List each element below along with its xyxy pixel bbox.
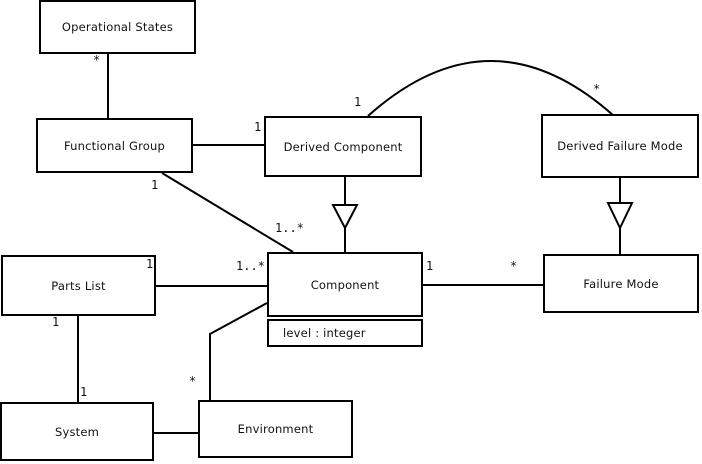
class-box-functional-group: Functional Group [36, 118, 193, 173]
class-box-parts-list: Parts List [1, 255, 156, 316]
class-label: Functional Group [63, 138, 166, 153]
multiplicity-label-component-to-failure: 1 [426, 259, 434, 273]
multiplicity-label-arc-derived-failure-mode: * [593, 82, 601, 96]
class-label: Component [310, 277, 380, 292]
component-attribute-compartment: level : integer [267, 319, 423, 347]
multiplicity-label-functional-group: 1 [151, 178, 159, 192]
association-functional-group-component [161, 172, 294, 253]
multiplicity-label-component-from-parts: 1..* [236, 259, 265, 273]
component-title-compartment: Component [267, 252, 423, 317]
class-box-environment: Environment [198, 400, 353, 458]
class-box-component: Component level : integer [267, 252, 423, 347]
attribute-label: level : integer [283, 326, 366, 340]
class-label: Derived Component [283, 139, 403, 154]
class-box-derived-component: Derived Component [264, 116, 422, 177]
class-box-failure-mode: Failure Mode [543, 254, 699, 313]
multiplicity-label-parts-list-bottom: 1 [52, 315, 60, 329]
multiplicity-label-environment: * [189, 374, 197, 388]
multiplicity-label-failure-mode: * [510, 259, 518, 273]
class-label: Failure Mode [583, 276, 659, 291]
multiplicity-label-operational-states: * [93, 53, 101, 67]
multiplicity-label-system: 1 [80, 385, 88, 399]
multiplicity-label-arc-derived-component: 1 [354, 95, 362, 109]
class-label: Parts List [51, 278, 106, 293]
class-label: System [54, 424, 100, 439]
class-box-derived-failure-mode: Derived Failure Mode [541, 114, 699, 178]
class-box-system: System [0, 402, 154, 461]
class-box-operational-states: Operational States [39, 0, 196, 54]
association-derived-component-derived-failure-mode-arc [367, 60, 615, 117]
class-label: Derived Failure Mode [557, 139, 683, 153]
class-label: Environment [237, 422, 314, 436]
multiplicity-label-parts-list-corner: 1 [146, 257, 154, 271]
class-label: Operational States [61, 20, 174, 34]
association-environment-component [209, 302, 268, 400]
generalization-triangle-icon [331, 204, 359, 231]
generalization-triangle-icon [606, 202, 634, 231]
multiplicity-label-component-from-group: 1..* [275, 221, 304, 235]
multiplicity-label-derived-component: 1 [254, 120, 262, 134]
